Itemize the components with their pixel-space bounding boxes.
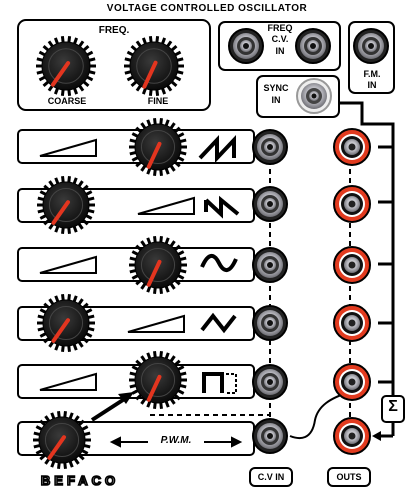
freq-cv-label-1: FREQ [267,23,293,33]
freq-cv-box [218,21,341,71]
ramp-level-knob-pointer [51,200,70,225]
pwm-mod-arrow [90,392,134,422]
sync-in-jack[interactable] [296,78,332,114]
freq-cv-in-jack-1[interactable] [228,28,264,64]
freq-label: FREQ. [98,25,130,36]
pwm-amount-knob-pointer [47,435,66,460]
out-jack-triangle[interactable] [333,304,371,342]
sync-box [256,75,340,118]
sum-bus [377,140,395,438]
saw-level-knob-pointer [146,141,162,169]
coarse-label: COARSE [47,96,87,106]
module-title: VOLTAGE CONTROLLED OSCILLATOR [106,3,308,14]
cv-in-jack-triangle[interactable] [252,305,288,341]
triangle-level-knob[interactable] [37,294,95,352]
cv-in-jack-pulse[interactable] [252,364,288,400]
triangle-level-knob-pointer [51,318,70,343]
out-jack-pulse[interactable] [333,363,371,401]
cv-in-jack-sine[interactable] [252,247,288,283]
sum-symbol: Σ [388,398,398,415]
fine-knob-pointer [142,60,158,89]
freq-cv-in-jack-2[interactable] [295,28,331,64]
cv-in-label: C.V IN [257,472,285,482]
sync-label-1: SYNC [263,83,289,93]
pulse-width-knob[interactable] [129,351,187,409]
triangle-wave-icon [200,312,237,334]
out-jack-sum[interactable] [333,417,371,455]
level-ramp-icons [39,138,195,391]
outs-label: OUTS [336,472,362,482]
sine-level-knob[interactable] [129,236,187,294]
waveform-icons [198,134,240,394]
out-jack-ramp[interactable] [333,185,371,223]
fm-label-1: F.M. [363,69,381,79]
fine-label: FINE [147,96,169,106]
saw-wave-icon [198,134,236,164]
ramp-level-knob[interactable] [37,176,95,234]
fm-label-2: IN [367,80,377,90]
saw-level-knob[interactable] [129,118,187,176]
sync-label-2: IN [271,95,281,105]
brand-logo: BEFACO [40,473,120,488]
coarse-knob-pointer [50,61,71,87]
fine-knob[interactable] [124,36,184,96]
coarse-knob[interactable] [36,36,96,96]
sine-level-knob-pointer [146,259,162,287]
cv-in-jack-pwm[interactable] [252,418,288,454]
cv-in-jack-saw[interactable] [252,129,288,165]
freq-knobs-box [17,19,211,111]
sum-box [381,395,405,423]
pwm-label: P.W.M. [148,436,204,446]
pulse-wave-icon [202,372,224,393]
out-jack-saw[interactable] [333,128,371,166]
freq-cv-label-2: C.V. [271,34,289,44]
sine-wave-icon [200,254,238,272]
fm-in-jack[interactable] [353,28,389,64]
freq-cv-label-3: IN [275,46,285,56]
cv-in-jack-ramp[interactable] [252,186,288,222]
pwm-amount-knob[interactable] [33,411,91,469]
out-jack-sine[interactable] [333,246,371,284]
fm-box [348,21,395,94]
ramp-wave-icon [204,195,240,219]
pulse-width-knob-pointer [146,374,162,402]
